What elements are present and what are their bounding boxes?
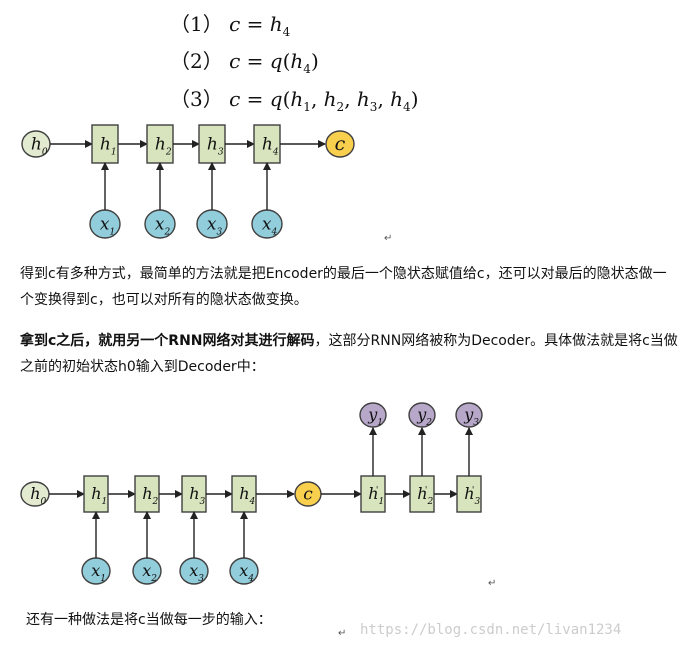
paragraph-2-bold: 拿到c之后，就用另一个RNN网络对其进行解码 [20, 333, 315, 349]
formula-2: （2） c = q(h4) [170, 49, 319, 76]
context-node-label: c [335, 133, 346, 155]
prime-mark: ' [472, 486, 474, 496]
paragraph-2: 拿到c之后，就用另一个RNN网络对其进行解码，这部分RNN网络被称为Decode… [20, 328, 680, 380]
decoder-state-box [456, 475, 482, 513]
formula-1: （1） c = h4 [170, 12, 291, 39]
formula-number: （2） [170, 49, 223, 73]
return-mark: ↵ [338, 628, 347, 639]
formula-3: （3） c = q(h1, h2, h3, h4) [170, 87, 419, 114]
formula-number: （3） [170, 87, 223, 111]
formula-number: （1） [170, 12, 223, 36]
watermark: https://blog.csdn.net/livan1234 [360, 622, 622, 638]
hidden-state-box [134, 475, 160, 513]
hidden-state-box [146, 124, 174, 164]
prime-mark: ' [425, 486, 427, 496]
paragraph-1: 得到c有多种方式，最简单的方法就是把Encoder的最后一个隐状态赋值给c，还可… [20, 261, 680, 313]
hidden-state-box [253, 124, 281, 164]
paragraph-2-rest: ，这部分RNN网络被称为Decoder。具体做法就是将c当做之前的初始状态h0输… [20, 333, 678, 375]
paragraph-3-text: 还有一种做法是将c当做每一步的输入： [26, 612, 272, 628]
paragraph-1-text: 得到c有多种方式，最简单的方法就是把Encoder的最后一个隐状态赋值给c，还可… [20, 266, 667, 308]
return-mark: ↵ [488, 578, 497, 589]
context-node [325, 130, 355, 158]
hidden-state-box [91, 124, 119, 164]
hidden-state-box [198, 124, 226, 164]
prime-mark: ' [376, 486, 378, 496]
paragraph-3: 还有一种做法是将c当做每一步的输入： [26, 607, 272, 633]
context-node-label: c [303, 484, 313, 504]
return-mark: ↵ [384, 233, 393, 244]
hidden-state-box [181, 475, 207, 513]
